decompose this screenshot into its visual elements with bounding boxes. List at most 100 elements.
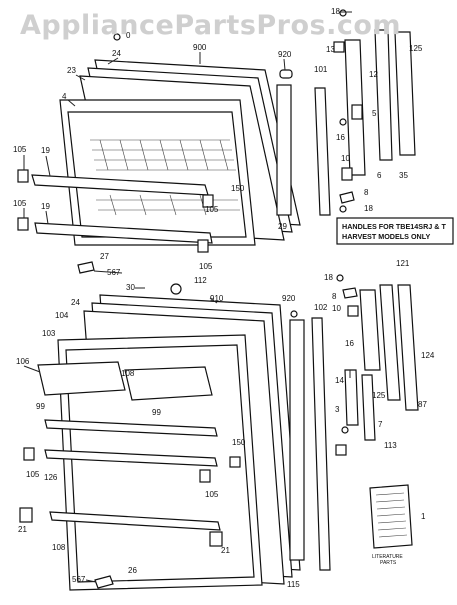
plug-920b [290, 310, 298, 318]
freezer-plug [279, 69, 293, 79]
callout-103: 103 [42, 329, 56, 338]
callout-920a: 920 [278, 50, 292, 59]
callout-99a: 99 [36, 402, 45, 411]
callout-8a: 8 [364, 188, 369, 197]
callout-1: 1 [421, 512, 426, 521]
callout-13: 13 [326, 45, 335, 54]
callout-121: 121 [396, 259, 410, 268]
callout-150b: 150 [232, 438, 246, 447]
callout-29: 29 [278, 222, 287, 231]
callout-150a: 150 [231, 184, 245, 193]
screw-0 [113, 33, 121, 41]
callout-910: 910 [210, 294, 224, 303]
handle-bracket-125a [374, 29, 393, 161]
callout-23: 23 [67, 66, 76, 75]
freezer-liner-inner-edge [67, 111, 247, 238]
callout-108b: 108 [52, 543, 66, 552]
ff-bin-right [124, 366, 213, 401]
freezer-trim-strip [314, 87, 331, 216]
freezer-shelf-grid [90, 139, 240, 216]
callout-112: 112 [194, 276, 207, 285]
callout-106: 106 [16, 357, 30, 366]
ff-clip-150b [229, 456, 241, 468]
callout-124: 124 [421, 351, 435, 360]
handle-bar-87 [397, 284, 419, 411]
callout-108a: 108 [121, 369, 135, 378]
callout-10b: 10 [332, 304, 341, 313]
callout-16b: 16 [345, 339, 354, 348]
callout-16a: 16 [336, 133, 345, 142]
screw-16a [339, 118, 347, 126]
callout-104: 104 [55, 311, 69, 320]
cap-113 [335, 444, 347, 456]
callout-105c: 105 [205, 205, 219, 214]
callout-21b: 21 [221, 546, 230, 555]
callout-105e: 105 [26, 470, 40, 479]
callout-26: 26 [128, 566, 137, 575]
literature-booklet [369, 484, 413, 549]
callout-19a: 19 [41, 146, 50, 155]
freezer-clip-lower [17, 217, 29, 231]
callout-125a: 125 [409, 44, 423, 53]
note-box [336, 217, 454, 245]
callout-19b: 19 [41, 202, 50, 211]
callout-27: 27 [100, 252, 109, 261]
callout-105f: 105 [205, 490, 219, 499]
callout-3: 3 [335, 405, 340, 414]
screw-3 [341, 426, 349, 434]
handle-bar-35 [394, 31, 416, 156]
handle-bar-124 [379, 284, 401, 401]
leader-lines [23, 11, 352, 583]
literature-label-2: PARTS [380, 560, 397, 566]
end-cap-8b [342, 287, 358, 299]
freezer-door-assembly [17, 9, 416, 274]
ff-bin-left [37, 361, 126, 396]
callout-0: 0 [126, 31, 131, 40]
fresh-food-door-assembly [19, 274, 419, 591]
handle-bracket-14 [344, 369, 359, 426]
callout-10a: 10 [341, 154, 350, 163]
bracket-10b [347, 305, 359, 317]
callout-18b: 18 [364, 204, 373, 213]
callout-900: 900 [193, 43, 207, 52]
ff-clip-21b [209, 531, 223, 547]
callout-125b: 125 [372, 391, 386, 400]
callout-113: 113 [384, 441, 397, 450]
callout-35: 35 [399, 171, 408, 180]
callout-99b: 99 [152, 408, 161, 417]
callout-14: 14 [335, 376, 344, 385]
callout-920b: 920 [282, 294, 296, 303]
screw-18c [336, 274, 344, 282]
ff-trim-strip-102 [311, 317, 331, 571]
ff-plate-26 [94, 575, 114, 589]
callout-6: 6 [377, 171, 382, 180]
callout-105d: 105 [199, 262, 213, 271]
callout-567b: 567 [72, 575, 86, 584]
handle-end-8a [339, 191, 355, 204]
callout-101: 101 [314, 65, 328, 74]
callout-7: 7 [378, 420, 383, 429]
ff-shelf-bar-2 [44, 449, 218, 467]
freezer-clip-right [202, 194, 214, 208]
freezer-shelf-bar-lower [34, 222, 213, 244]
ff-clip-105e [23, 447, 35, 461]
freezer-side-strip [276, 84, 292, 216]
ff-shelf-bar-3 [49, 511, 221, 531]
ff-clip-21a [19, 507, 33, 523]
ff-clip-105f [199, 469, 211, 483]
callout-87: 87 [418, 400, 427, 409]
callout-18a: 18 [331, 7, 340, 16]
callout-105b: 105 [13, 199, 27, 208]
callout-21a: 21 [18, 525, 27, 534]
handle-bracket-125b [361, 374, 376, 441]
callout-18c: 18 [324, 273, 333, 282]
screw-18b [339, 205, 347, 213]
plug-112 [170, 283, 182, 295]
callout-12: 12 [369, 70, 378, 79]
callout-24b: 24 [71, 298, 80, 307]
callout-126: 126 [44, 473, 58, 482]
callout-4: 4 [62, 92, 67, 101]
handle-bracket-lower [359, 289, 381, 371]
